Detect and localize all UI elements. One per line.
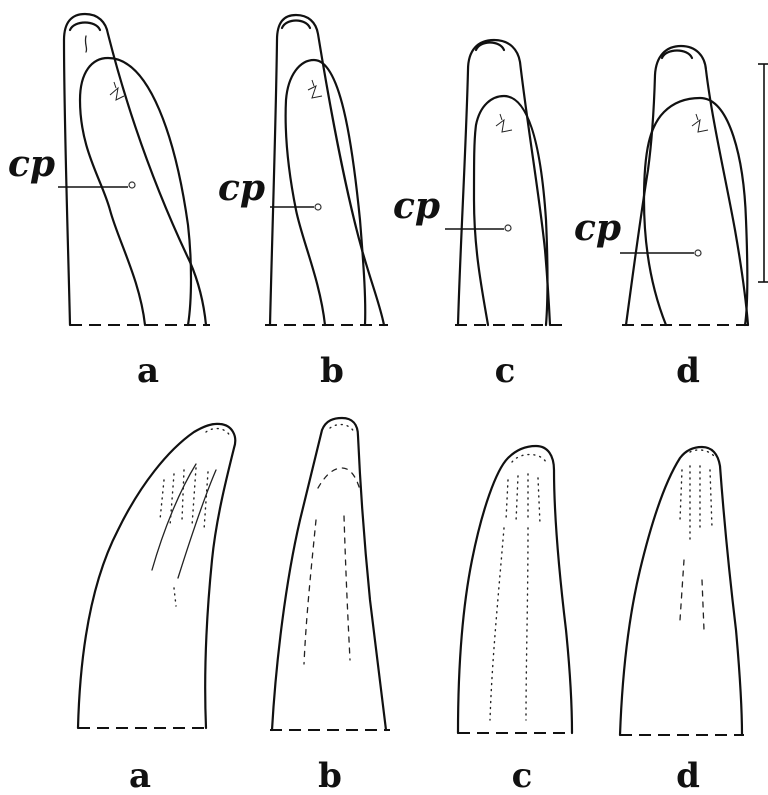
right-dot-line <box>525 527 529 721</box>
outer-outline <box>456 444 574 735</box>
panel-letter-b: b <box>318 756 342 795</box>
cp-pore <box>504 224 512 232</box>
tip-dots <box>329 423 355 433</box>
tip-dots <box>511 453 547 463</box>
cp-label: cp <box>8 143 55 185</box>
dashed-arch <box>317 467 361 491</box>
mid-line-2 <box>177 469 217 579</box>
tip-dots <box>205 427 231 437</box>
bottom-panel-c: c <box>456 444 574 795</box>
bottom-panel-a: a <box>76 422 237 795</box>
panel-letter-b: b <box>320 351 344 391</box>
mid-line-1 <box>151 463 197 571</box>
cleft-scar <box>495 113 513 133</box>
cp-label: cp <box>574 207 621 249</box>
inner-outline <box>642 96 749 327</box>
cp-label: cp <box>218 167 265 209</box>
left-streak <box>303 519 317 665</box>
panel-letter-d: d <box>676 351 700 391</box>
tip-arch <box>660 49 694 60</box>
cleft-scar <box>691 113 709 133</box>
panel-letter-a: a <box>129 756 151 795</box>
scale-bar <box>758 63 768 283</box>
sensilla-dots <box>679 465 713 541</box>
panel-letter-d: d <box>676 756 700 795</box>
cleft-scar <box>109 81 125 101</box>
cleft-scar <box>307 79 323 99</box>
top-panel-d: cp d <box>574 44 750 391</box>
panel-letter-c: c <box>495 351 516 391</box>
bottom-panel-d: d <box>618 445 744 795</box>
outer-outline <box>76 422 237 730</box>
inner-outline <box>284 58 367 327</box>
inner-outline <box>472 94 549 327</box>
left-dot-line <box>489 527 505 721</box>
cp-pore <box>128 181 136 189</box>
tip-arch <box>68 21 102 32</box>
top-panel-a: cp a <box>8 12 210 391</box>
outer-outline <box>456 38 552 327</box>
top-panel-c: cp c <box>393 38 568 391</box>
inner-outline <box>78 56 193 327</box>
cp-pore <box>694 249 702 257</box>
tip-scratch <box>84 35 88 53</box>
outer-outline <box>618 445 744 737</box>
lower-streaks <box>679 559 705 631</box>
sensilla-dots <box>159 467 209 531</box>
tip-arch <box>474 41 506 52</box>
panel-letter-c: c <box>512 756 533 795</box>
tip-dots <box>689 449 715 457</box>
bottom-panel-b: b <box>270 416 390 795</box>
cp-label: cp <box>393 185 440 227</box>
panel-letter-a: a <box>137 351 159 391</box>
sensilla-dots <box>505 473 541 525</box>
lower-dots <box>173 587 177 607</box>
cp-pore <box>314 203 322 211</box>
right-streak <box>343 515 351 661</box>
tip-arch <box>280 19 312 30</box>
outer-outline <box>268 13 386 327</box>
outer-outline <box>270 416 388 732</box>
top-panel-b: cp b <box>218 13 388 391</box>
